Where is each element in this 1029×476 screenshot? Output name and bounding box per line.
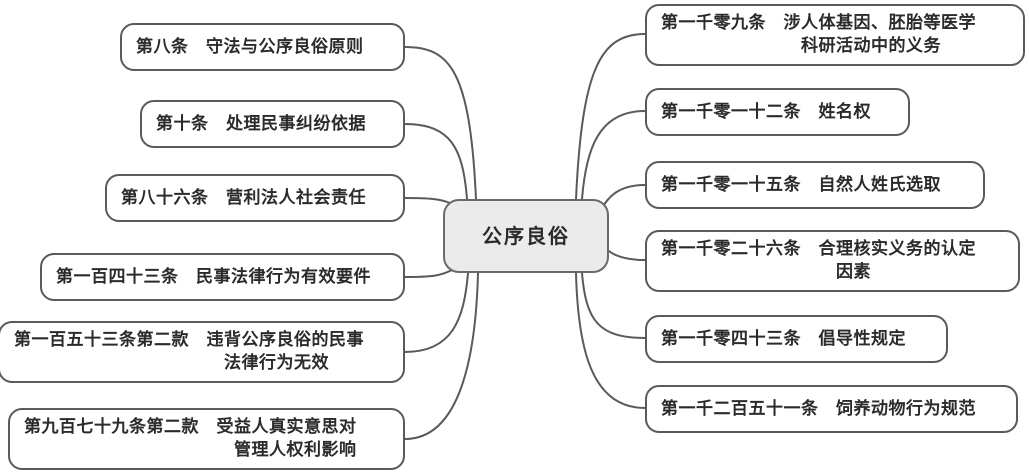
left-node-6-label: 第九百七十九条第二款 受益人真实意思对 管理人权利影响 [24,417,357,460]
right-node-2[interactable]: 第一千零一十二条 姓名权 [645,88,910,136]
right-node-6-label: 第一千二百五十一条 饲养动物行为规范 [661,398,976,419]
connector-left-3 [404,197,451,204]
left-node-3[interactable]: 第八十六条 营利法人社会责任 [105,174,405,222]
left-node-4-label: 第一百四十三条 民事法律行为有效要件 [56,266,371,287]
left-node-5-label: 第一百五十三条第二款 违背公序良俗的民事 法律行为无效 [14,330,364,373]
right-node-6[interactable]: 第一千二百五十一条 饲养动物行为规范 [645,385,1018,433]
connector-right-1 [575,33,646,200]
connector-right-5 [581,272,646,339]
connector-left-1 [404,46,477,200]
left-node-2-label: 第十条 处理民事纠纷依据 [156,113,366,134]
left-node-1-label: 第八条 守法与公序良俗原则 [136,36,364,57]
connector-left-2 [404,123,468,200]
left-node-4[interactable]: 第一百四十三条 民事法律行为有效要件 [40,253,405,301]
right-node-3[interactable]: 第一千零一十五条 自然人姓氏选取 [645,161,985,209]
connector-left-5 [404,272,469,353]
left-node-6[interactable]: 第九百七十九条第二款 受益人真实意思对 管理人权利影响 [8,408,405,470]
left-node-1[interactable]: 第八条 守法与公序良俗原则 [120,23,405,71]
right-node-4-label: 第一千零二十六条 合理核实义务的认定 因素 [661,239,976,282]
connector-left-6 [404,272,479,440]
center-node[interactable]: 公序良俗 [443,199,609,273]
left-node-3-label: 第八十六条 营利法人社会责任 [121,187,366,208]
left-node-2[interactable]: 第十条 处理民事纠纷依据 [140,100,405,148]
connector-right-6 [575,272,646,409]
right-node-5[interactable]: 第一千零四十三条 倡导性规定 [645,315,948,363]
right-node-2-label: 第一千零一十二条 姓名权 [661,101,871,122]
left-node-5[interactable]: 第一百五十三条第二款 违背公序良俗的民事 法律行为无效 [0,321,405,383]
center-node-label: 公序良俗 [482,223,570,248]
right-node-5-label: 第一千零四十三条 倡导性规定 [661,328,906,349]
connector-left-4 [404,269,453,278]
right-node-1[interactable]: 第一千零九条 涉人体基因、胚胎等医学 科研活动中的义务 [645,4,1025,66]
right-node-1-label: 第一千零九条 涉人体基因、胚胎等医学 科研活动中的义务 [661,13,976,56]
right-node-4[interactable]: 第一千零二十六条 合理核实义务的认定 因素 [645,230,1020,292]
right-node-3-label: 第一千零一十五条 自然人姓氏选取 [661,174,941,195]
connector-right-2 [581,110,646,200]
